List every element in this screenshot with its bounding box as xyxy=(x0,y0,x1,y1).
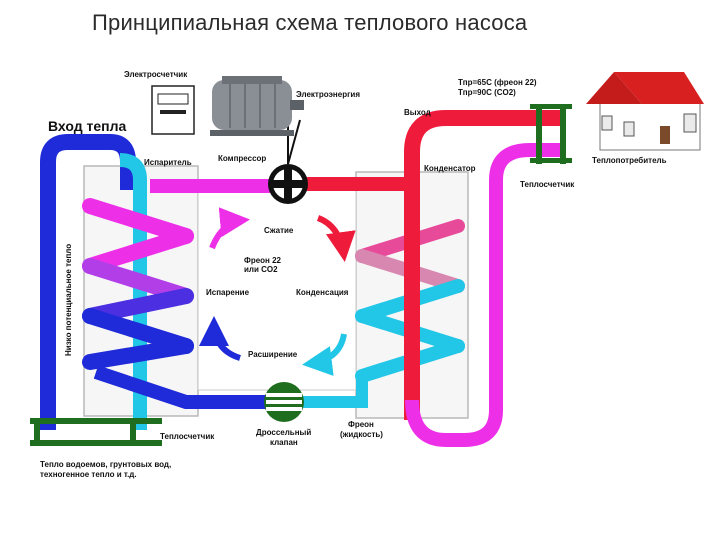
evaporation-label: Испарение xyxy=(206,288,250,297)
low-potential-heat-label: Низко потенциальное тепло xyxy=(64,243,73,356)
evaporator-label: Испаритель xyxy=(144,158,192,167)
heat-source-label-1: Тепло водоемов, грунтовых вод, xyxy=(40,460,172,469)
house-icon xyxy=(586,72,704,151)
compressor-label: Компрессор xyxy=(218,154,267,163)
evaporator-coil-1 xyxy=(82,198,194,244)
heat-consumer-label: Теплопотребитель xyxy=(592,156,667,165)
heat-meter-left-label: Теплосчетчик xyxy=(160,432,215,441)
evaporator-coil-3 xyxy=(82,258,194,304)
freon-label-1: Фреон 22 xyxy=(244,256,282,265)
temp-line-1: Тпр=65С (фреон 22) xyxy=(458,78,537,87)
heat-source-label-2: техногенное тепло и т.д. xyxy=(40,470,137,479)
throttle-label-2: клапан xyxy=(270,438,298,447)
cycle-arrow-compression xyxy=(209,207,250,250)
condenser-label: Конденсатор xyxy=(424,164,476,173)
heat-meter-right-label: Теплосчетчик xyxy=(520,180,575,189)
cycle-arrow-expansion xyxy=(302,333,347,376)
freon-liquid-label-1: Фреон xyxy=(348,420,374,429)
freon-label-2: или CO2 xyxy=(244,265,278,274)
electricity-meter-icon xyxy=(151,85,195,135)
condensation-label: Конденсация xyxy=(296,288,349,297)
throttle-label-1: Дроссельный xyxy=(256,428,312,437)
compressor-icon xyxy=(268,119,308,204)
throttle-to-evap-line xyxy=(93,365,268,409)
heat-meter-left-icon xyxy=(30,418,162,446)
cycle-arrow-evaporation xyxy=(199,316,242,361)
temp-line-2: Тпр=90С (CO2) xyxy=(458,88,516,97)
output-label: Выход xyxy=(404,108,431,117)
electricity-label: Электроэнергия xyxy=(296,90,361,99)
evaporator-coil-2 xyxy=(82,228,194,274)
compression-label: Сжатие xyxy=(264,226,294,235)
heat-meter-right-icon xyxy=(530,104,572,164)
expansion-label: Расширение xyxy=(248,350,298,359)
source-return-cyan xyxy=(119,153,147,430)
heating-loop-red xyxy=(404,110,560,420)
heat-input-label: Вход тепла xyxy=(48,118,127,134)
throttle-valve-icon xyxy=(264,382,304,422)
page-title: Принципиальная схема теплового насоса xyxy=(92,10,528,35)
liquid-line xyxy=(300,376,368,408)
heating-loop-bottom xyxy=(405,143,560,447)
electricity-meter-label: Электросчетчик xyxy=(124,70,188,79)
electric-motor-icon xyxy=(210,76,304,136)
freon-liquid-label-2: (жидкость) xyxy=(340,430,383,439)
cycle-arrow-condensation xyxy=(316,215,356,262)
evaporator-coil-6 xyxy=(82,338,194,370)
